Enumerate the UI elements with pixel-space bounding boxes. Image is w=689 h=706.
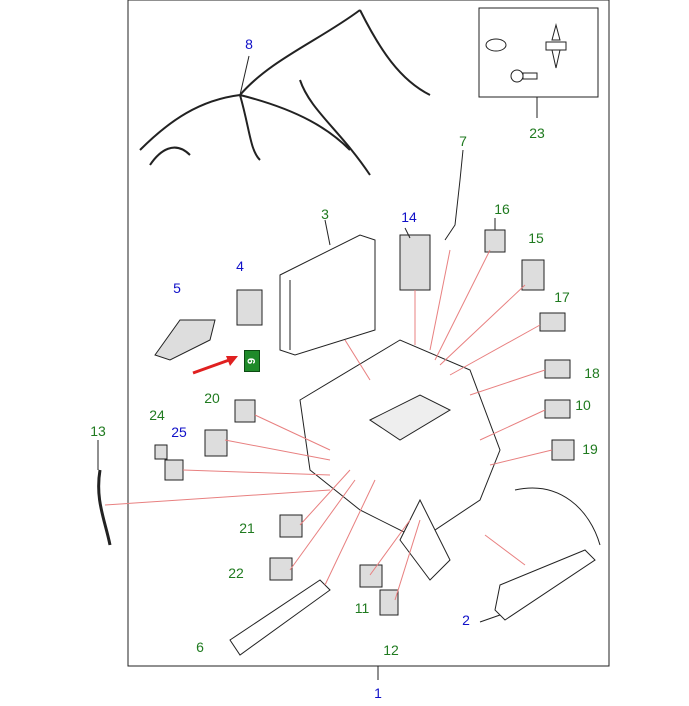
callout-9-label: 9 [246,357,258,365]
callout-23[interactable]: 23 [529,125,545,141]
callout-3[interactable]: 3 [321,206,329,222]
callout-5[interactable]: 5 [173,280,181,296]
fasteners-icon [485,23,567,83]
callout-14[interactable]: 14 [401,209,417,225]
wiring-harness [139,9,431,176]
callout-8[interactable]: 8 [245,36,253,52]
callout-17[interactable]: 17 [554,289,570,305]
callout-7[interactable]: 7 [459,133,467,149]
callout-16[interactable]: 16 [494,201,510,217]
callout-19[interactable]: 19 [582,441,598,457]
callout-15[interactable]: 15 [528,230,544,246]
main-frame [127,0,610,667]
callout-9-highlighted[interactable]: 9 [244,350,260,372]
fasteners-inset [478,7,599,98]
callout-24[interactable]: 24 [149,407,165,423]
callout-11[interactable]: 11 [354,600,370,616]
callout-4[interactable]: 4 [236,258,244,274]
callout-12[interactable]: 12 [383,642,399,658]
callout-21[interactable]: 21 [239,520,255,536]
callout-13[interactable]: 13 [90,423,106,439]
callout-1[interactable]: 1 [374,685,382,701]
actuators [154,229,575,616]
leader-lines [104,249,553,601]
callout-6[interactable]: 6 [196,639,204,655]
callout-18[interactable]: 18 [584,365,600,381]
callout-10[interactable]: 10 [575,397,591,413]
hvac-housing [299,339,501,581]
callout-22[interactable]: 22 [228,565,244,581]
callout-2[interactable]: 2 [462,612,470,628]
evaporator [279,234,376,356]
heater-core [494,487,601,621]
pointer-arrow-icon [192,356,238,375]
filter [229,579,331,656]
callout-25[interactable]: 25 [171,424,187,440]
callout-20[interactable]: 20 [204,390,220,406]
